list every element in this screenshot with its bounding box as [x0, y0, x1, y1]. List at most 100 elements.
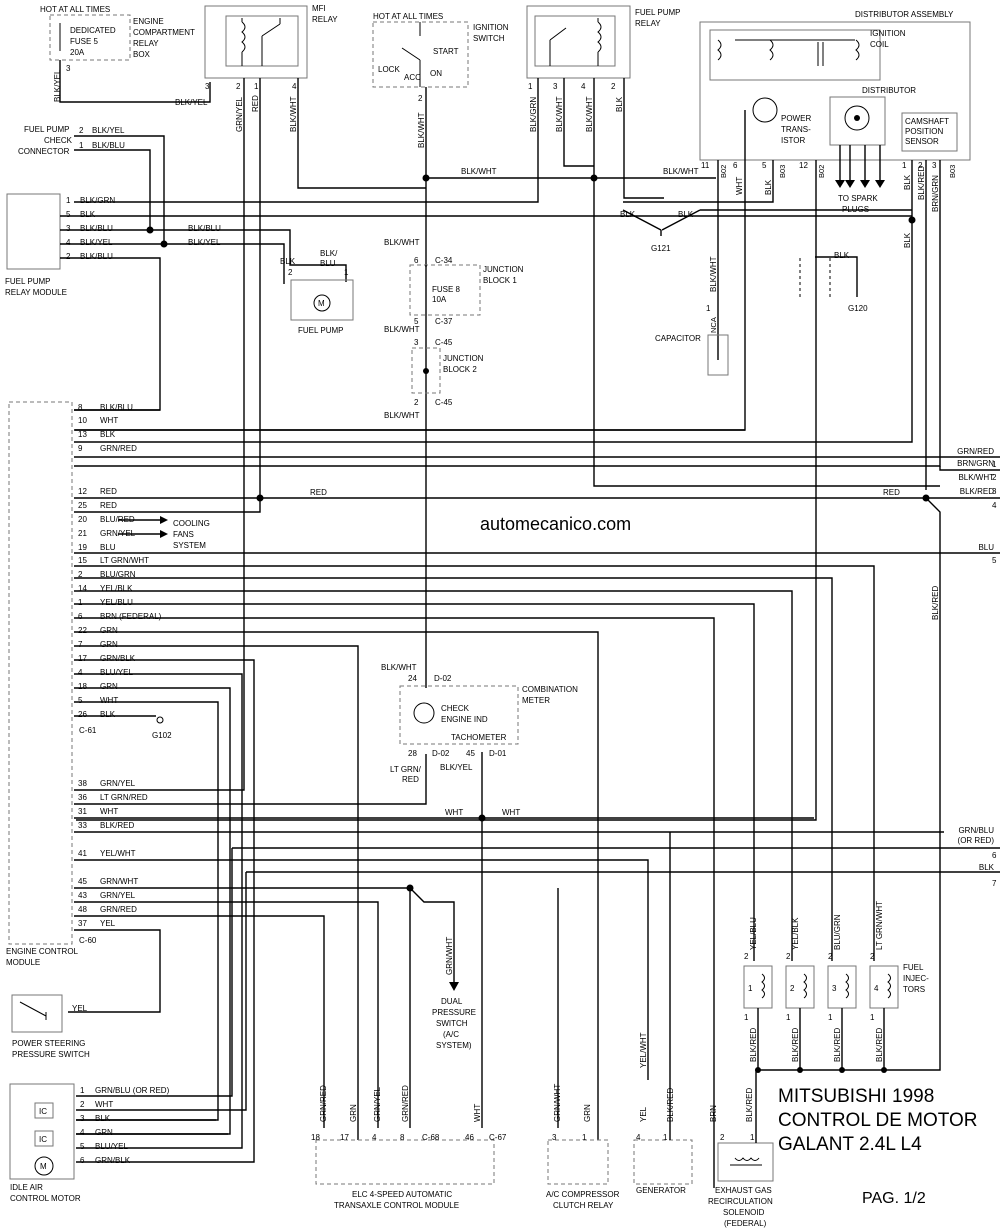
dist-wire-blk: BLK	[764, 179, 773, 195]
bus-label-red: RED	[310, 488, 327, 497]
injector-top-wire: BLU/GRN	[833, 914, 842, 950]
cooling-fan-arrows	[160, 516, 168, 538]
injector-label-2: INJEC-	[903, 974, 929, 983]
dist-pin-11: 11	[701, 161, 710, 170]
egr-pin-1: 1	[750, 1133, 755, 1142]
ecm-pin-wire: GRN/BLK	[100, 654, 136, 663]
transistor-label-3: ISTOR	[781, 136, 806, 145]
dist-conn-b02b: B02	[817, 165, 826, 178]
j2-conn-b: C-45	[435, 398, 453, 407]
injector-top-pin: 2	[870, 952, 875, 961]
injector-bottom-pin: 1	[786, 1013, 791, 1022]
iac-pin-wire: GRN	[95, 1128, 113, 1137]
fpc-label-1: FUEL PUMP	[24, 125, 70, 134]
cooling-label-2: FANS	[173, 530, 194, 539]
ground-g120-label: G120	[848, 304, 868, 313]
ps-switch-contact	[19, 1001, 47, 1020]
splice-fp	[590, 174, 598, 182]
ecm-pin-number: 1	[78, 598, 83, 607]
injector-top-pin: 2	[744, 952, 749, 961]
junction-block-1	[409, 264, 481, 316]
fprm-label-1: FUEL PUMP	[5, 277, 51, 286]
splice-fprm-blk-blu	[146, 226, 154, 234]
j1-conn-c34: C-34	[435, 256, 453, 265]
mfi-pin-2: 2	[236, 82, 241, 91]
fp-relay-label-1: FUEL PUMP	[635, 8, 681, 17]
capacitor-conn: NCA	[709, 317, 718, 333]
fuel-pump-label: FUEL PUMP	[298, 326, 344, 335]
coil-windings	[717, 39, 860, 66]
cam-pin-3: 3	[932, 161, 937, 170]
egr-solenoid-box	[717, 1142, 774, 1182]
ecm-pin-number: 15	[78, 556, 87, 565]
meter-conn-d02-bot: D-02	[432, 749, 450, 758]
capacitor-box	[707, 334, 729, 376]
j1-wire-in: BLK/WHT	[384, 238, 420, 247]
bus-label-blk-left: BLK	[620, 210, 636, 219]
splice-ign	[422, 174, 430, 182]
injector-coil	[803, 973, 807, 999]
j1-fuse-2: 10A	[432, 295, 447, 304]
right-edge-wire: BLU	[978, 543, 994, 552]
capacitor-wire: BLK/WHT	[709, 256, 718, 292]
injector-splice	[755, 1067, 761, 1073]
j2-pin-2: 2	[414, 398, 419, 407]
fp-relay-label-2: RELAY	[635, 19, 661, 28]
splice-fprm-blk-yel	[160, 240, 168, 248]
meter-pin-45: 45	[466, 749, 475, 758]
tcm-wire-grn-red-a: GRN/RED	[319, 1085, 328, 1122]
bus-label-wht-left: WHT	[445, 808, 463, 817]
wire-dist-blk-12	[76, 160, 817, 821]
meter-conn-d01: D-01	[489, 749, 507, 758]
fp-wire-blk: BLK	[615, 96, 624, 112]
right-edge-number: 1	[992, 460, 997, 469]
spark-plug-leads	[839, 145, 881, 185]
fuse-box	[49, 14, 131, 61]
rotor-center	[854, 115, 860, 121]
bus-label-wht-right: WHT	[502, 808, 520, 817]
bus-label-red-right: RED	[883, 488, 900, 497]
ecm-pin-wire: GRN	[100, 682, 118, 691]
wire-ecm-36	[74, 754, 427, 805]
fuse-wire-label: BLK/YEL	[53, 69, 62, 102]
ecm-pin-wire: GRN/RED	[100, 444, 137, 453]
ignition-switch-box	[372, 21, 469, 88]
wire-fp-blk-grn	[74, 78, 539, 203]
j1-fuse-1: FUSE 8	[432, 285, 461, 294]
ecm-pin-wire: BLU/RED	[100, 515, 135, 524]
wire-cooling-fans	[118, 519, 160, 535]
j2-label-1: JUNCTION	[443, 354, 484, 363]
cam-wire-blk-red: BLK/RED	[917, 166, 926, 200]
mfi-wire-red: RED	[251, 95, 260, 112]
coil-label-1: IGNITION	[870, 29, 906, 38]
g120-shield	[799, 258, 831, 298]
ps-switch-box	[11, 994, 63, 1033]
fuel-pump-wire-blk-blu-1: BLK/	[320, 249, 338, 258]
wire-egr-blk-red	[755, 862, 941, 1143]
iac-box	[9, 1083, 75, 1180]
ecm-pin-wire: RED	[100, 501, 117, 510]
ecm-box	[8, 401, 73, 945]
iac-pin-number: 4	[80, 1128, 85, 1137]
wire-ecm-1	[74, 603, 755, 961]
dist-conn-b03: B03	[778, 165, 787, 178]
fuel-pump-wire-blk: BLK	[280, 257, 296, 266]
fp-relay-inner	[534, 15, 616, 67]
ecm-pin-wire: GRN/WHT	[100, 877, 138, 886]
right-edge-number: 3	[992, 487, 997, 496]
ac-relay-pin-1: 1	[582, 1133, 587, 1142]
bus-label-blk-red-vert: BLK/RED	[931, 586, 940, 620]
capacitor-label: CAPACITOR	[655, 334, 701, 343]
dist-wire-wht: WHT	[735, 177, 744, 195]
ecm-pin-number: 26	[78, 710, 87, 719]
egr-label-2: RECIRCULATION	[708, 1197, 773, 1206]
tcm-pin-18: 18	[311, 1133, 320, 1142]
j1-label-2: BLOCK 1	[483, 276, 517, 285]
fprm-label-2: RELAY MODULE	[5, 288, 67, 297]
j1-label-1: JUNCTION	[483, 265, 524, 274]
fpc-label-2: CHECK	[44, 136, 73, 145]
wire-ecm-2	[74, 577, 833, 961]
tcm-conn-c68: C-68	[422, 1133, 440, 1142]
wire-ecm-17	[74, 659, 255, 1163]
fpc-label-3: CONNECTOR	[18, 147, 70, 156]
